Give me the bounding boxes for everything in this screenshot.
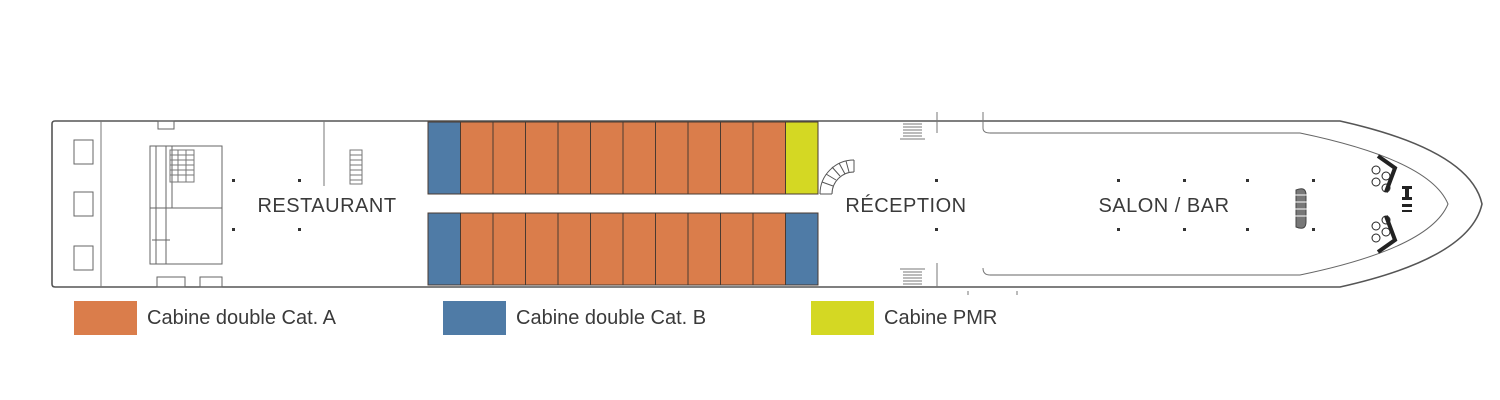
room-label-salon-bar: SALON / BAR: [1098, 195, 1229, 217]
cabin-cat-a: [622, 121, 656, 195]
cabin-cat-a: [590, 212, 624, 286]
hull-outline: [51, 120, 1483, 288]
cabin-cat-a: [492, 212, 526, 286]
galley-area: [149, 120, 223, 288]
cabin-pmr: [785, 121, 819, 195]
cabin-cat-b: [427, 121, 461, 195]
bar-counter-icon: [1293, 188, 1309, 229]
legend-item-cat-a: Cabine double Cat. A: [74, 300, 336, 336]
cabin-cat-a: [557, 212, 591, 286]
reception-doors: [936, 112, 1018, 295]
room-label-restaurant: RESTAURANT: [257, 195, 396, 217]
inner-hull-line: [990, 132, 1449, 276]
cabin-cat-a: [687, 212, 721, 286]
cabin-cat-a: [752, 212, 786, 286]
cabin-cat-a: [557, 121, 591, 195]
reception-columns: [935, 179, 938, 231]
cabin-cat-a: [525, 121, 559, 195]
galley-stairs-icon: [169, 149, 195, 183]
bow-seating-icon: [1371, 154, 1398, 254]
reception-stairs-bottom-icon: [900, 268, 925, 285]
cabin-cat-b: [785, 212, 819, 286]
spiral-staircase-icon: [819, 159, 855, 195]
deck-plan: RESTAURANT RÉCEPTION: [51, 112, 1483, 295]
cabin-cat-b: [427, 212, 461, 286]
cabin-cat-a: [720, 212, 754, 286]
cabin-cat-a: [460, 212, 494, 286]
restaurant-columns: [232, 179, 301, 231]
bow-fixture-icon: [1402, 186, 1412, 212]
cabin-cat-a: [720, 121, 754, 195]
legend-item-pmr: Cabine PMR: [811, 300, 997, 336]
stern-window: [73, 139, 94, 165]
legend-swatch-cat-b: [443, 301, 506, 335]
legend: Cabine double Cat. A Cabine double Cat. …: [0, 300, 1500, 340]
cabin-cat-a: [752, 121, 786, 195]
cabin-cat-a: [655, 121, 689, 195]
legend-item-cat-b: Cabine double Cat. B: [443, 300, 706, 336]
stern-window: [73, 191, 94, 217]
cabin-cat-a: [460, 121, 494, 195]
legend-label-cat-a: Cabine double Cat. A: [147, 306, 337, 329]
salon-columns: [1117, 179, 1315, 231]
cabin-cat-a: [655, 212, 689, 286]
legend-label-cat-b: Cabine double Cat. B: [516, 306, 707, 329]
cabin-row-top: [427, 121, 819, 195]
cabin-cat-a: [590, 121, 624, 195]
room-label-reception: RÉCEPTION: [845, 194, 966, 217]
cabin-cat-a: [525, 212, 559, 286]
legend-swatch-pmr: [811, 301, 874, 335]
cabin-cat-a: [492, 121, 526, 195]
legend-swatch-cat-a: [74, 301, 137, 335]
stern-window: [73, 245, 94, 271]
legend-label-pmr: Cabine PMR: [884, 306, 998, 329]
restaurant-stairs-icon: [349, 149, 363, 185]
reception-stairs-top-icon: [900, 123, 925, 140]
cabin-row-bottom: [427, 212, 819, 286]
cabin-cat-a: [622, 212, 656, 286]
cabin-cat-a: [687, 121, 721, 195]
